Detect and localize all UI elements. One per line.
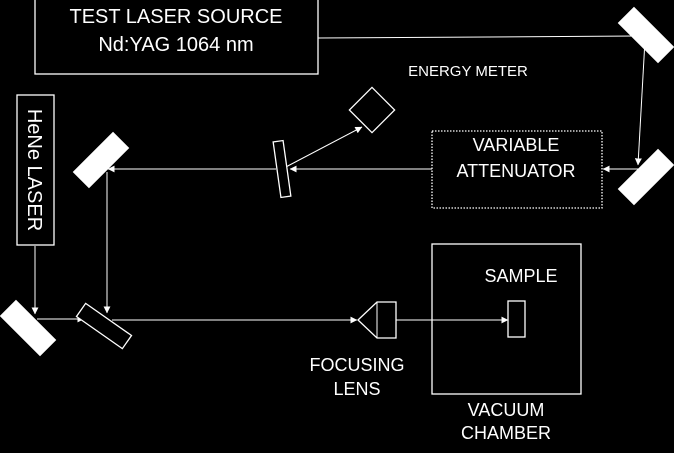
mirror-left-upper [72, 131, 130, 189]
mirror-right-attenuator [617, 148, 674, 206]
variable-attenuator-label-1: VARIABLE [473, 135, 560, 155]
beam-combiner [75, 302, 133, 350]
mirror-left-lower [0, 299, 57, 357]
hene-laser-label: HeNe LASER [23, 109, 45, 231]
mirror-top-right [617, 6, 674, 64]
focusing-lens-label-1: FOCUSING [309, 355, 404, 375]
energy-meter-detector [348, 86, 396, 134]
vacuum-chamber-label-1: VACUUM [468, 400, 545, 420]
test-laser-source-box [34, 0, 319, 75]
energy-meter-label: ENERGY METER [408, 63, 528, 80]
sample-label: SAMPLE [484, 266, 557, 286]
test-laser-subtitle: Nd:YAG 1064 nm [98, 34, 253, 56]
beam-splitter-to-energy-meter [281, 126, 363, 170]
vacuum-chamber-label-2: CHAMBER [461, 423, 551, 443]
beam-laser-to-mirror-1 [317, 32, 642, 40]
test-laser-title: TEST LASER SOURCE [69, 6, 282, 28]
hene-laser-box [16, 94, 55, 246]
variable-attenuator-box [431, 130, 603, 209]
beam-mirror-1-to-mirror-2 [634, 39, 646, 166]
variable-attenuator-label-2: ATTENUATOR [456, 161, 575, 181]
focusing-lens-label-2: LENS [333, 379, 380, 399]
sample-target [507, 300, 526, 338]
beam-splitter [272, 139, 292, 199]
